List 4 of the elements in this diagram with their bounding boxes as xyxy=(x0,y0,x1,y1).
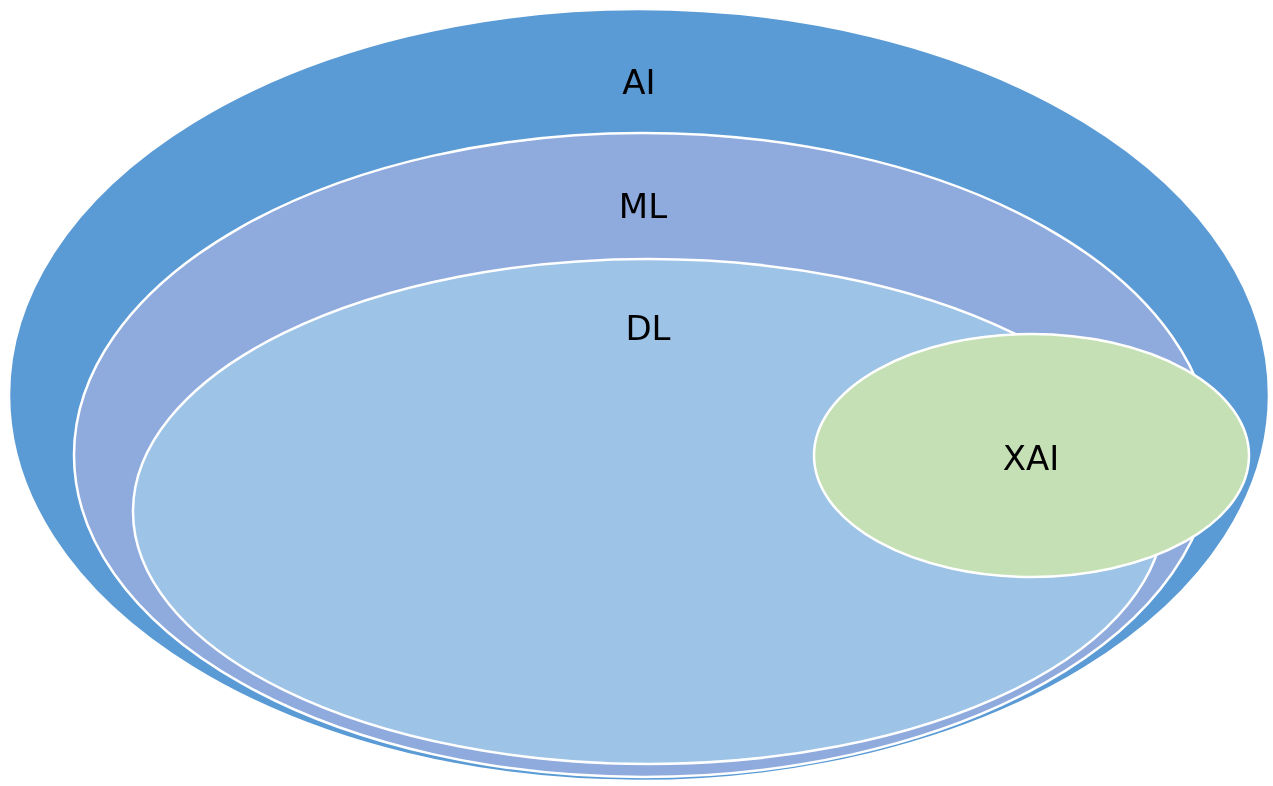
region-label: DL xyxy=(625,310,671,348)
region-label: XAI xyxy=(1002,440,1060,478)
region-label: AI xyxy=(622,64,656,102)
region-label: ML xyxy=(618,188,668,226)
